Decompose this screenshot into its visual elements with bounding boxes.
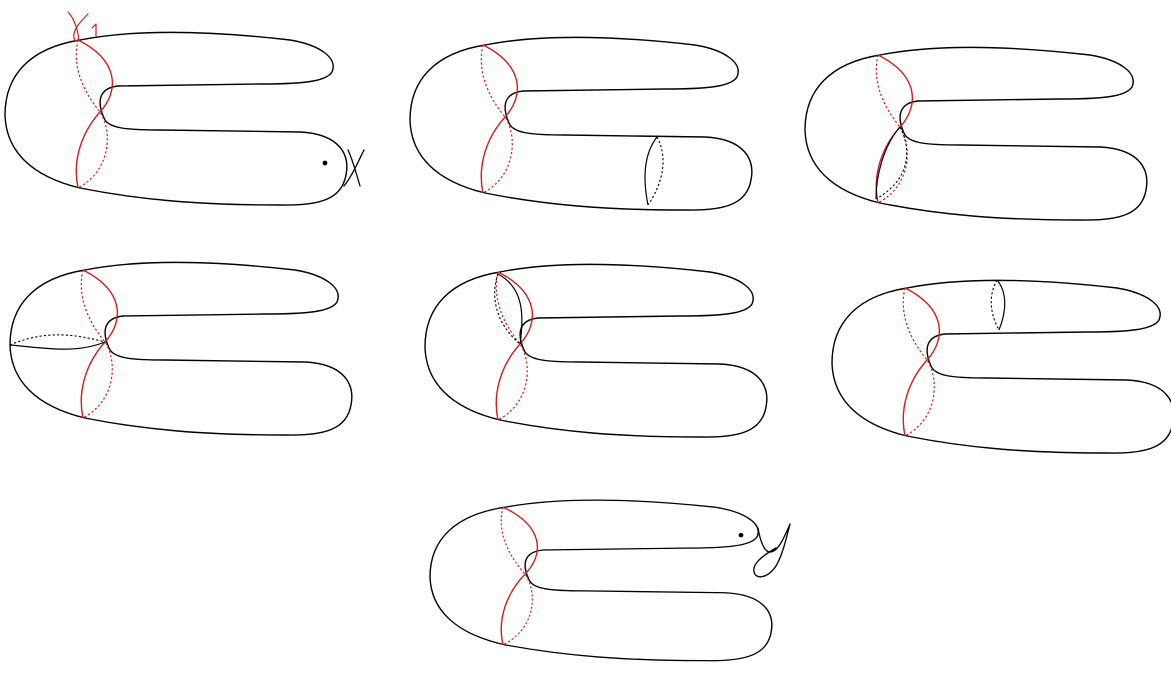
surface-panel-1 <box>5 12 364 205</box>
label-y <box>754 524 790 577</box>
surface-panel-5 <box>425 264 767 437</box>
label-gamma-1 <box>68 12 96 41</box>
surface-panel-4 <box>10 262 352 435</box>
surface-panel-3 <box>805 47 1147 220</box>
surface-panel-7 <box>430 500 772 661</box>
point-y-marker <box>739 533 744 537</box>
surface-panel-2 <box>410 37 752 210</box>
point-x-marker <box>323 161 328 166</box>
surface-panel-6 <box>832 280 1171 453</box>
